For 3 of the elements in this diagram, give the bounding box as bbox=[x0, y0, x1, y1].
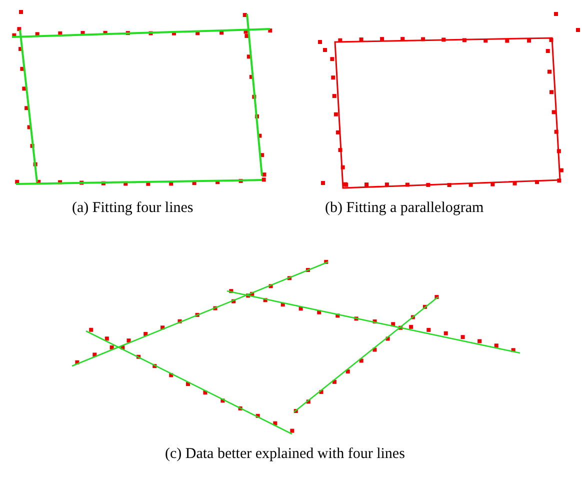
figure-caption: (a) Fitting four lines bbox=[72, 200, 194, 217]
figure-caption: (c) Data better explained with four lines bbox=[165, 446, 405, 463]
figure-caption: (b) Fitting a parallelogram bbox=[325, 200, 484, 217]
